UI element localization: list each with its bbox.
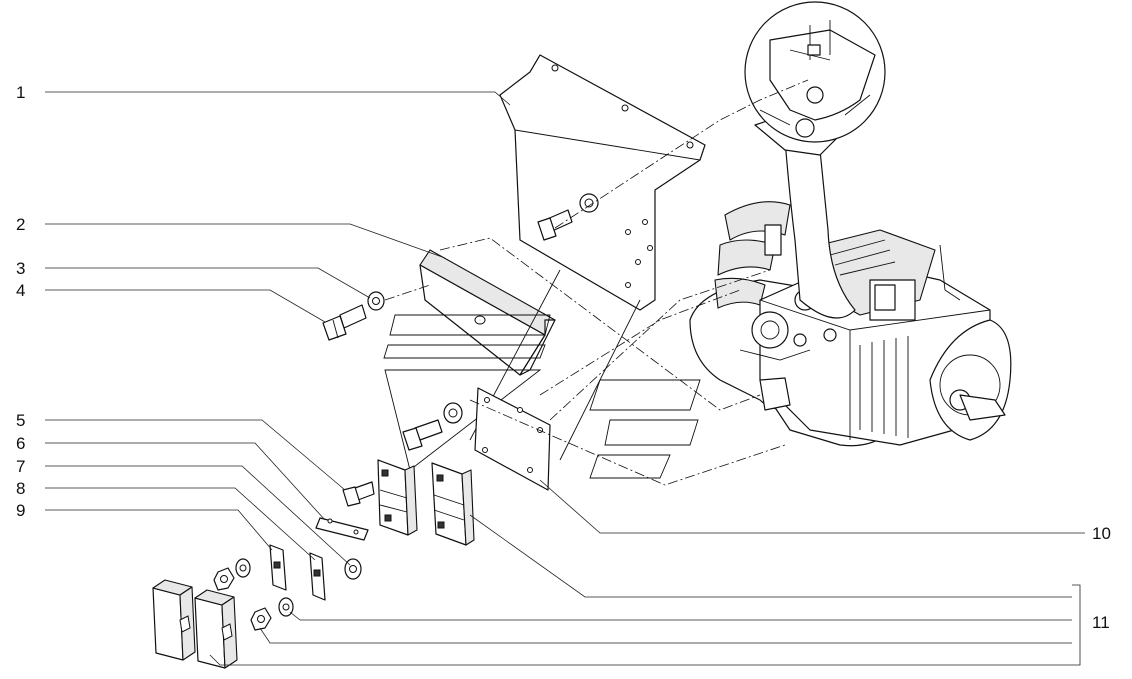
part-heat-shield bbox=[499, 54, 706, 311]
part-mounting-plate bbox=[402, 387, 551, 491]
assembly-centerlines bbox=[384, 79, 809, 486]
part-nut-lower-1 bbox=[213, 567, 235, 591]
callout-5: 5 bbox=[16, 411, 25, 430]
callout-7: 7 bbox=[16, 457, 25, 476]
part-rubber-block-right bbox=[194, 589, 238, 669]
part-strap-6 bbox=[315, 517, 369, 541]
part-nut-lower-2 bbox=[250, 607, 272, 631]
part-washer-3 bbox=[367, 291, 385, 311]
callout-10: 10 bbox=[1092, 524, 1111, 543]
callout-labels: 1 2 3 4 5 6 7 8 9 10 11 bbox=[16, 83, 1111, 632]
callout-1: 1 bbox=[16, 83, 25, 102]
callout-6: 6 bbox=[16, 434, 25, 453]
detail-magnifier-circle bbox=[744, 1, 886, 143]
part-clamp-block-left bbox=[377, 459, 418, 536]
background-outline-decal bbox=[383, 269, 701, 479]
callout-2: 2 bbox=[16, 215, 25, 234]
callout-9: 9 bbox=[16, 501, 25, 520]
part-rubber-block-left bbox=[152, 579, 196, 661]
part-bolt-4 bbox=[322, 304, 367, 341]
part-bolt-5 bbox=[342, 481, 375, 507]
part-clamp-block-right bbox=[431, 462, 475, 546]
part-washer-lower-1 bbox=[235, 558, 251, 578]
part-clip-plate-9 bbox=[269, 544, 287, 591]
engine-assembly-illustration bbox=[689, 109, 1012, 447]
part-washer-lower-2 bbox=[278, 597, 294, 617]
part-channel-bracket bbox=[419, 249, 556, 376]
callout-8: 8 bbox=[16, 479, 25, 498]
part-washer-7 bbox=[344, 558, 362, 580]
callout-4: 4 bbox=[16, 281, 25, 300]
part-clip-plate-8 bbox=[309, 552, 326, 601]
callout-3: 3 bbox=[16, 259, 25, 278]
callout-11: 11 bbox=[1092, 613, 1110, 632]
leader-lines bbox=[45, 91, 1085, 666]
